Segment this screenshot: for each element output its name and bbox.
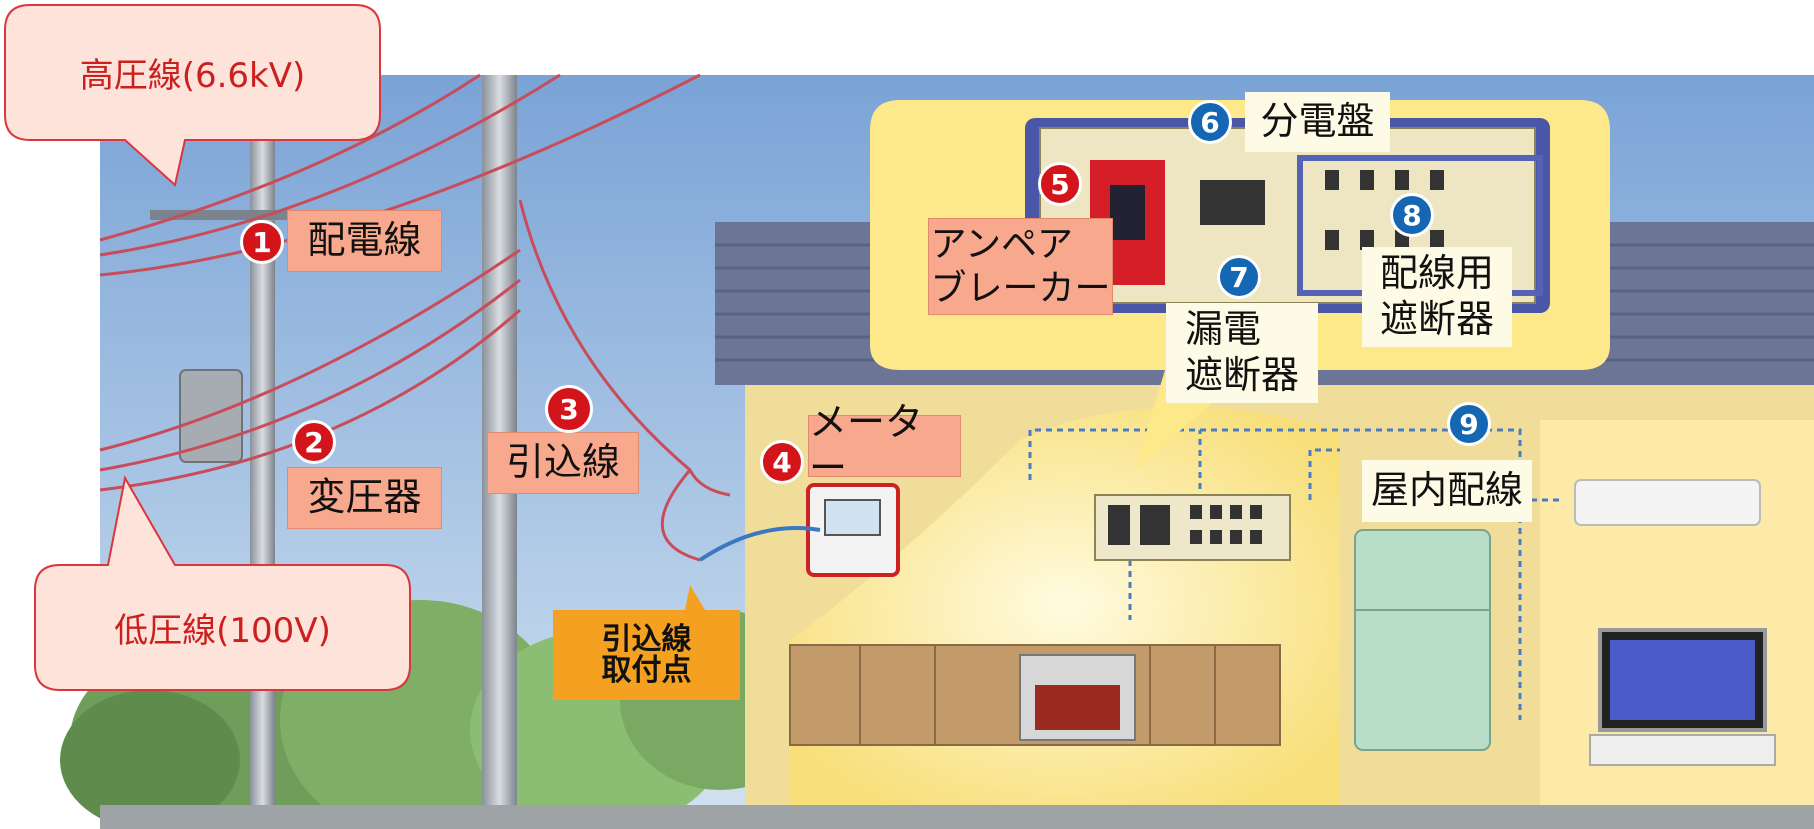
meter-label: メーター xyxy=(808,400,961,490)
badge-6: 6 xyxy=(1188,100,1232,144)
air-conditioner xyxy=(1574,479,1761,526)
low-voltage-callout: 低圧線(100V) xyxy=(114,611,331,651)
low-voltage-callout-bubble xyxy=(34,475,411,691)
service-point-tag-bg xyxy=(553,585,740,700)
crossarm xyxy=(150,210,300,220)
distribution-board-label: 分電盤 xyxy=(1245,92,1390,152)
indoor-wiring-lines xyxy=(1028,428,1560,720)
high-voltage-callout-bubble xyxy=(4,4,381,187)
badge-8: 8 xyxy=(1390,193,1434,237)
distribution-line-label: 配電線 xyxy=(287,210,442,272)
badge-2: 2 xyxy=(292,420,336,464)
television xyxy=(1589,628,1776,766)
transformer-label: 変圧器 xyxy=(287,467,442,529)
indoor-wiring-label: 屋内配線 xyxy=(1362,460,1532,522)
wiring-breaker-label: 配線用 遮断器 xyxy=(1362,247,1512,347)
earth-leakage-breaker-label: 漏電 遮断器 xyxy=(1166,303,1318,403)
refrigerator xyxy=(1354,529,1491,751)
service-lead-in xyxy=(698,526,821,562)
badge-5: 5 xyxy=(1038,162,1082,206)
badge-1: 1 xyxy=(240,220,284,264)
service-point-tag: 引込線 取付点 xyxy=(601,621,692,688)
kitchen-cabinet xyxy=(789,644,1281,746)
utility-pole-left xyxy=(250,85,275,805)
badge-9: 9 xyxy=(1447,402,1491,446)
badge-3: 3 xyxy=(545,385,593,433)
electric-meter xyxy=(806,483,900,577)
badge-4: 4 xyxy=(760,440,804,484)
badge-7: 7 xyxy=(1217,255,1261,299)
ampere-breaker-label: アンペア ブレーカー xyxy=(928,218,1113,315)
wall-distribution-board xyxy=(1094,494,1291,561)
high-voltage-callout: 高圧線(6.6kV) xyxy=(79,56,306,96)
service-drop-label: 引込線 xyxy=(487,432,639,494)
ground xyxy=(100,805,1814,829)
